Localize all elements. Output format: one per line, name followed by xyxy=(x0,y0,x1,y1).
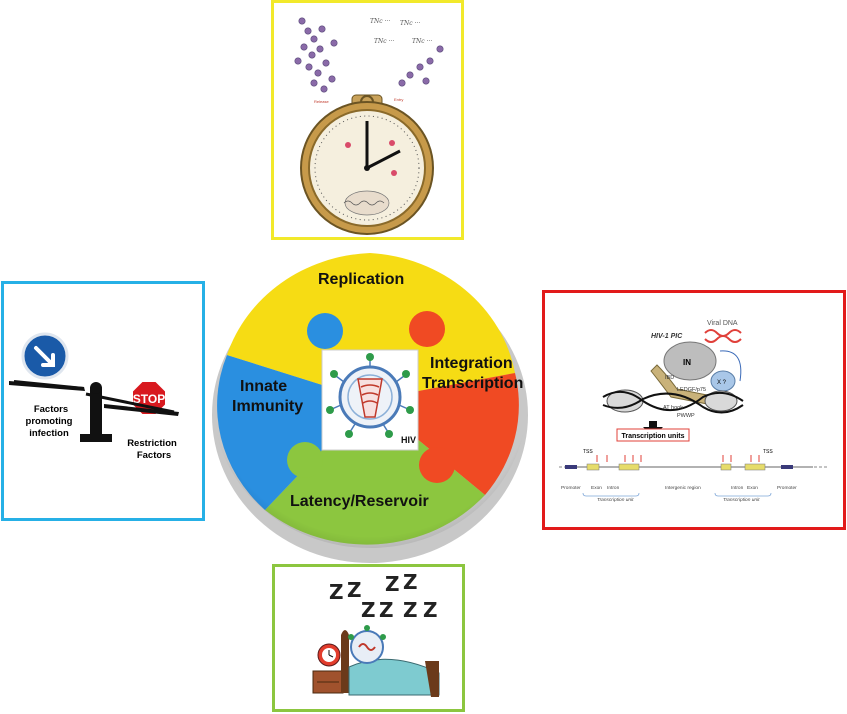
z-letter: Z xyxy=(347,578,362,602)
factors-label-line1: Factors xyxy=(34,404,68,415)
ibd-label: IBD xyxy=(665,375,674,381)
pwwp-label: PWWP xyxy=(677,413,695,419)
z-letter: Z xyxy=(403,570,418,594)
svg-text:TNc ···: TNc ··· xyxy=(370,18,390,25)
factors-label-line3: infection xyxy=(29,428,69,439)
stopwatch-illustration: TNc ··· TNc ··· TNc ··· TNc ··· Release En… xyxy=(294,17,444,235)
tss-label-2: TSS xyxy=(763,449,773,455)
svg-text:TNc ···: TNc ··· xyxy=(374,38,394,45)
replication-image-panel: TNc ··· TNc ··· TNc ··· TNc ··· Release En… xyxy=(271,0,464,240)
innate-immunity-image-panel: STOP Factors promoting infection Restric… xyxy=(1,281,205,521)
exon-label-1: Exon xyxy=(591,485,602,491)
immunity-label: Immunity xyxy=(232,398,304,415)
in-label: IN xyxy=(683,358,691,367)
intron-label-1: Intron xyxy=(607,485,620,491)
x-factor-label: X ? xyxy=(717,380,727,386)
exon-label-2: Exon xyxy=(747,485,758,491)
transcription-unit-label-2: Transcription unit xyxy=(723,497,760,503)
innate-label: Innate xyxy=(240,378,288,395)
z-letter: Z xyxy=(379,598,394,622)
z-letter: Z xyxy=(385,572,400,596)
viral-dna-label: Viral DNA xyxy=(707,320,738,327)
at-hook-label: AT hook xyxy=(663,405,683,411)
integration-site-diagram: Viral DNA HIV-1 PIC IN IBD LEDGF/p75 X ?… xyxy=(559,320,829,503)
hiv-label: HIV xyxy=(401,435,416,445)
balance-scale-illustration: STOP Factors promoting infection Restric… xyxy=(9,332,179,461)
puzzle-wheel: HIV xyxy=(212,253,528,563)
ledgf-label: LEDGF/p75 xyxy=(677,387,706,393)
svg-text:TNc ···: TNc ··· xyxy=(400,20,420,27)
transcription-label: Transcription xyxy=(422,375,524,392)
z-letter: Z xyxy=(403,598,418,622)
transcription-units-box: Transcription units xyxy=(621,433,684,440)
restriction-label-line2: Factors xyxy=(137,450,171,461)
hiv-pic-label: HIV-1 PIC xyxy=(651,333,683,340)
stop-sign-text: STOP xyxy=(133,392,165,406)
tss-label-1: TSS xyxy=(583,449,593,455)
integration-label: Integration xyxy=(430,355,513,372)
latency-image-panel: Z Z Z Z Z Z Z Z xyxy=(272,564,465,712)
z-letter: Z xyxy=(361,598,376,622)
z-letter: Z xyxy=(329,580,344,604)
transcription-unit-label-1: Transcription unit xyxy=(597,497,634,503)
latency-label: Latency/Reservoir xyxy=(290,493,429,510)
replication-label: Replication xyxy=(318,271,405,288)
svg-text:TNc ···: TNc ··· xyxy=(412,38,432,45)
promoter-label-1: Promoter xyxy=(561,485,581,491)
promoter-label-2: Promoter xyxy=(777,485,797,491)
release-label: Release xyxy=(314,99,329,104)
intron-label-2: Intron xyxy=(731,485,744,491)
z-letter: Z xyxy=(423,598,438,622)
restriction-label-line1: Restriction xyxy=(127,438,177,449)
sleeping-virus-illustration: Z Z Z Z Z Z Z Z xyxy=(312,570,440,697)
intergenic-label: Intergenic region xyxy=(665,485,701,491)
entry-label: Entry xyxy=(394,97,403,102)
integration-image-panel: Viral DNA HIV-1 PIC IN IBD LEDGF/p75 X ?… xyxy=(542,290,846,530)
factors-label-line2: promoting xyxy=(26,416,73,427)
